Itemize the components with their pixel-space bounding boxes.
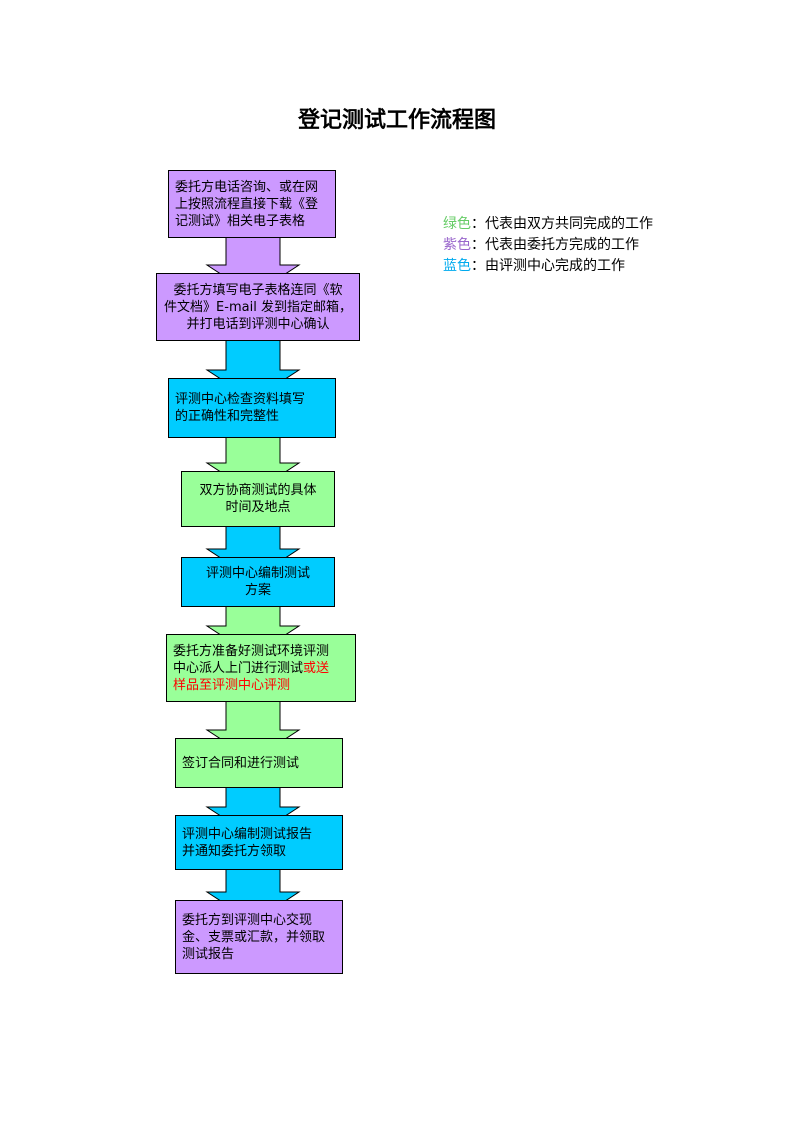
step-text: 委托方填写电子表格连同《软 [173,282,343,298]
step-text: 并通知委托方领取 [182,843,287,859]
step-text: 委托方准备好测试环境评测 [173,643,330,659]
legend-separator: ： [471,216,485,232]
color-legend: 绿色：代表由双方共同完成的工作紫色：代表由委托方完成的工作蓝色：由评测中心完成的… [443,214,653,277]
legend-text: 代表由双方共同完成的工作 [485,216,653,232]
step-text-line: 金、支票或汇款，并领取 [182,929,336,946]
step-text-line: 的正确性和完整性 [175,408,329,425]
step-text-line: 评测中心编制测试 [188,565,328,582]
step-text-line: 记测试》相关电子表格 [175,213,329,230]
flow-step-box: 评测中心编制测试方案 [181,557,335,607]
step-text-line: 并打电话到评测中心确认 [163,316,353,333]
step-text: 评测中心编制测试报告 [182,826,313,842]
step-highlight-text: 或送 [303,660,330,676]
step-text: 委托方到评测中心交现 [182,912,313,928]
legend-separator: ： [471,237,485,253]
step-text-line: 委托方电话咨询、或在网 [175,179,329,196]
legend-item: 蓝色：由评测中心完成的工作 [443,256,653,277]
step-text: 记测试》相关电子表格 [175,213,306,229]
step-text: 双方协商测试的具体 [199,483,317,498]
step-text-line: 双方协商测试的具体 [188,482,328,499]
flow-step-box: 双方协商测试的具体时间及地点 [181,471,335,527]
step-text-line: 测试报告 [182,946,336,963]
step-text: 评测中心检查资料填写 [175,392,306,407]
legend-item: 绿色：代表由双方共同完成的工作 [443,214,653,235]
page-title: 登记测试工作流程图 [297,107,496,133]
flow-step-box: 委托方到评测中心交现金、支票或汇款，并领取测试报告 [175,900,343,974]
flow-step-box: 委托方准备好测试环境评测中心派人上门进行测试或送样品至评测中心评测 [166,634,356,702]
step-text-line: 中心派人上门进行测试或送 [173,660,349,677]
step-text-line: 委托方准备好测试环境评测 [173,643,349,660]
step-text-line: 评测中心检查资料填写 [175,391,329,408]
legend-text: 代表由委托方完成的工作 [485,237,639,253]
flow-step-box: 评测中心编制测试报告并通知委托方领取 [175,815,343,870]
flow-step-box: 评测中心检查资料填写的正确性和完整性 [168,378,336,438]
legend-key: 紫色 [443,237,471,253]
step-text: 时间及地点 [225,500,291,515]
step-text: 并打电话到评测中心确认 [186,316,330,332]
legend-key: 绿色 [443,216,471,232]
step-highlight-line: 样品至评测中心评测 [173,677,291,693]
step-text: 测试报告 [182,946,235,962]
step-text: 委托方电话咨询、或在网 [175,179,319,195]
step-text: 件文档》E-mail 发到指定邮箱， [164,299,352,315]
step-text: 中心派人上门进行测试 [173,660,304,676]
step-text: 上按照流程直接下载《登 [175,196,319,212]
step-text-line: 评测中心编制测试报告 [182,826,336,843]
step-text: 评测中心编制测试 [205,566,310,581]
step-text: 的正确性和完整性 [175,409,280,424]
step-text-line: 并通知委托方领取 [182,843,336,860]
legend-text: 由评测中心完成的工作 [485,258,625,274]
step-text: 金、支票或汇款，并领取 [182,929,326,945]
step-text-line: 上按照流程直接下载《登 [175,196,329,213]
flow-step-box: 签订合同和进行测试 [175,738,343,788]
step-text: 方案 [244,583,271,598]
step-text-line: 委托方填写电子表格连同《软 [163,282,353,299]
step-text-line: 签订合同和进行测试 [182,755,336,772]
step-text-line: 件文档》E-mail 发到指定邮箱， [163,299,353,316]
step-text-line: 时间及地点 [188,499,328,516]
step-text: 签订合同和进行测试 [182,755,300,771]
legend-key: 蓝色 [443,258,471,274]
flow-step-box: 委托方电话咨询、或在网上按照流程直接下载《登记测试》相关电子表格 [168,170,336,238]
flow-step-box: 委托方填写电子表格连同《软件文档》E-mail 发到指定邮箱，并打电话到评测中心… [156,273,360,341]
legend-separator: ： [471,258,485,274]
step-text-line: 方案 [188,582,328,599]
step-text-line: 委托方到评测中心交现 [182,912,336,929]
legend-item: 紫色：代表由委托方完成的工作 [443,235,653,256]
